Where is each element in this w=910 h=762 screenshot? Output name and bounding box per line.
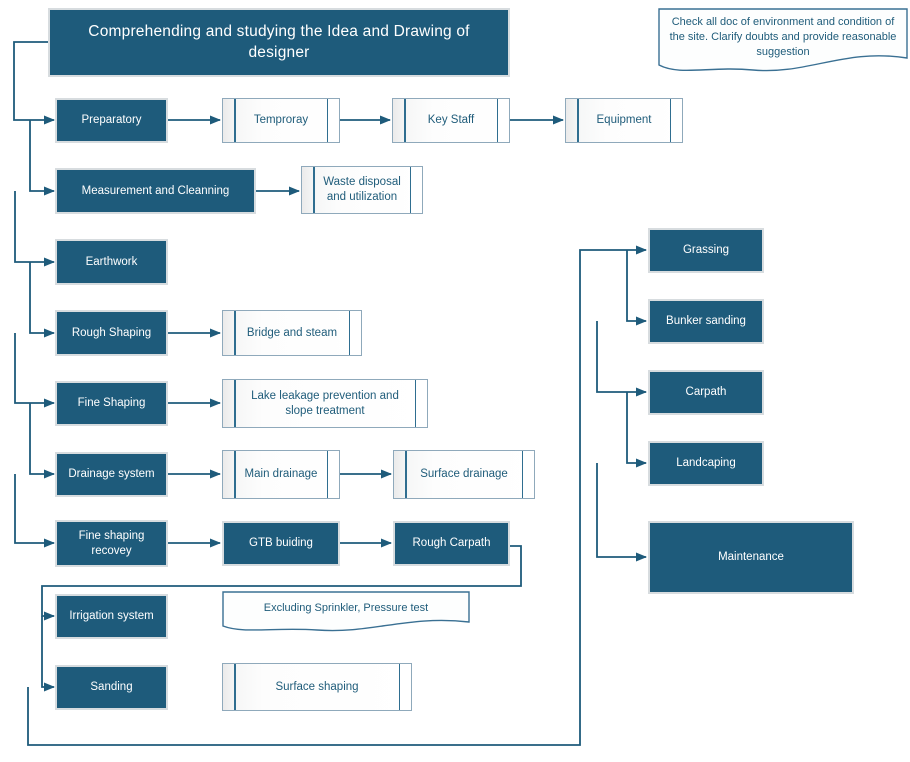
node-equipment: Equipment	[565, 98, 683, 143]
node-bridge-and-steam-label: Bridge and steam	[246, 326, 338, 339]
node-waste-disposal-label: Waste disposal and utilization	[323, 176, 401, 203]
node-main-drainage-label: Main drainage	[244, 468, 318, 481]
node-measurement-and-cleanning: Measurement and Cleanning	[55, 168, 256, 214]
node-equipment-label: Equipment	[596, 114, 652, 127]
node-bridge-and-steam: Bridge and steam	[222, 310, 362, 356]
node-measurement-label: Measurement and Cleanning	[81, 184, 230, 197]
node-drainage-system: Drainage system	[55, 452, 168, 497]
node-fine-shaping: Fine Shaping	[55, 381, 168, 426]
node-key-staff: Key Staff	[392, 98, 510, 143]
node-irrigation-system-label: Irrigation system	[69, 610, 154, 623]
connector-drainage-fine-recovey	[14, 474, 55, 548]
node-grassing: Grassing	[648, 228, 764, 273]
node-drainage-system-label: Drainage system	[68, 468, 155, 481]
node-bunker-sanding: Bunker sanding	[648, 299, 764, 344]
node-temproray-label: Temproray	[253, 114, 309, 127]
node-maintenance: Maintenance	[648, 521, 854, 594]
node-surface-shaping: Surface shaping	[222, 663, 412, 711]
node-carpath-label: Carpath	[685, 386, 727, 399]
note-document-shape: Check all doc of environment and conditi…	[658, 8, 908, 78]
connector-bunker-carpath	[596, 321, 647, 397]
node-fine-shaping-label: Fine Shaping	[77, 397, 146, 410]
node-rough-carpath: Rough Carpath	[393, 521, 510, 566]
annotation-text: Excluding Sprinkler, Pressure test	[263, 602, 429, 614]
connector-rough-carpath-irrigation	[41, 545, 522, 621]
node-rough-shaping: Rough Shaping	[55, 310, 168, 356]
note-text: Check all doc of environment and conditi…	[669, 16, 897, 58]
node-preparatory-label: Preparatory	[81, 114, 142, 127]
node-grassing-label: Grassing	[682, 244, 730, 257]
node-title-label: Comprehending and studying the Idea and …	[88, 23, 470, 61]
node-irrigation-system: Irrigation system	[55, 594, 168, 639]
node-maintenance-label: Maintenance	[718, 551, 784, 564]
node-rough-shaping-label: Rough Shaping	[71, 326, 152, 339]
connector-landcaping-maintenance	[596, 463, 647, 562]
node-surface-drainage: Surface drainage	[393, 450, 535, 499]
connector-title-preparatory	[13, 41, 55, 125]
node-gtb-buiding: GTB buiding	[222, 521, 340, 566]
node-carpath: Carpath	[648, 370, 764, 415]
node-bunker-sanding-label: Bunker sanding	[666, 315, 746, 328]
document-shape-outline	[658, 8, 908, 72]
node-landcaping: Landcaping	[648, 441, 764, 486]
node-landcaping-label: Landcaping	[676, 457, 736, 470]
node-lake-leakage-label: Lake leakage prevention and slope treatm…	[251, 389, 399, 417]
connector-earthwork-rough-shaping	[29, 262, 55, 338]
connector-sanding-grassing	[27, 245, 647, 746]
node-fine-shaping-recovey: Fine shaping recovey	[55, 520, 168, 567]
connector-rough-shaping-fine-shaping	[14, 333, 55, 408]
connector-irrigation-sanding	[41, 616, 55, 692]
node-key-staff-label: Key Staff	[427, 114, 475, 127]
node-preparatory: Preparatory	[55, 98, 168, 143]
node-fine-shaping-recovey-label: Fine shaping recovey	[78, 529, 145, 557]
annotation-document-shape: Excluding Sprinkler, Pressure test	[222, 591, 470, 636]
connector-grassing-bunker	[626, 250, 647, 326]
connector-fine-shaping-drainage	[29, 403, 55, 479]
document-shape-outline	[222, 591, 470, 632]
node-earthwork-label: Earthwork	[85, 255, 138, 268]
node-temproray: Temproray	[222, 98, 340, 143]
node-sanding-label: Sanding	[90, 681, 133, 694]
node-waste-disposal: Waste disposal and utilization	[301, 166, 423, 214]
node-earthwork: Earthwork	[55, 239, 168, 285]
node-title: Comprehending and studying the Idea and …	[48, 8, 510, 77]
connector-measurement-earthwork	[14, 191, 55, 267]
node-surface-drainage-label: Surface drainage	[420, 468, 508, 481]
node-main-drainage: Main drainage	[222, 450, 340, 499]
node-sanding: Sanding	[55, 665, 168, 710]
node-surface-shaping-label: Surface shaping	[275, 680, 359, 693]
node-gtb-buiding-label: GTB buiding	[249, 537, 313, 550]
connector-preparatory-measurement	[29, 120, 55, 196]
node-rough-carpath-label: Rough Carpath	[412, 537, 491, 550]
connector-carpath-landcaping	[626, 392, 647, 468]
node-lake-leakage: Lake leakage prevention and slope treatm…	[222, 379, 428, 428]
